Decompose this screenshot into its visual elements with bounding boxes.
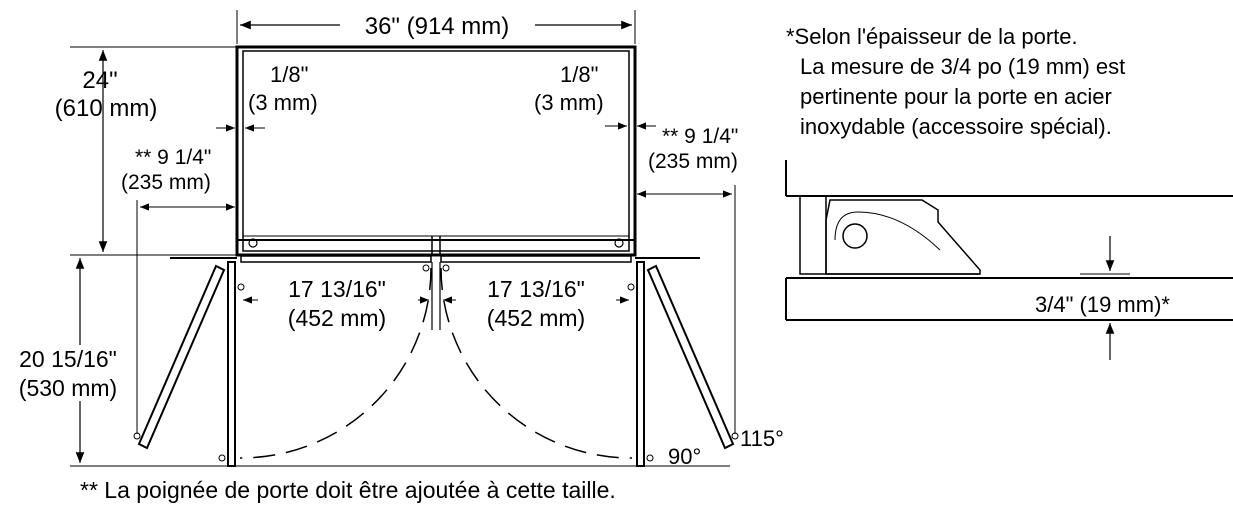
doors-open-115 bbox=[133, 264, 739, 450]
cabinet-outline bbox=[235, 45, 637, 257]
angle-90-label: 90° bbox=[668, 444, 701, 469]
spacer-label: 3/4" (19 mm)* bbox=[1035, 292, 1170, 317]
door-fronts bbox=[240, 255, 632, 330]
handle-left-label: ** 9 1/4" bbox=[135, 146, 211, 169]
handle-dimensions bbox=[136, 185, 736, 434]
width-dimension bbox=[236, 10, 636, 44]
gap-right-label: 1/8" bbox=[560, 62, 598, 87]
handle-right-label: ** 9 1/4" bbox=[662, 125, 738, 148]
gap-right-mm-label: (3 mm) bbox=[534, 90, 604, 115]
surround-lines bbox=[70, 46, 730, 467]
door-right-label: 17 13/16" bbox=[487, 276, 585, 302]
door-left-label: 17 13/16" bbox=[288, 276, 386, 302]
doors-open-90 bbox=[218, 261, 654, 467]
swing-depth-mm-label: (530 mm) bbox=[19, 375, 117, 401]
depth-mm-label: (610 mm) bbox=[55, 95, 158, 122]
note-star-line-2: La mesure de 3/4 po (19 mm) est bbox=[800, 54, 1125, 79]
width-label: 36" (914 mm) bbox=[365, 13, 510, 40]
handle-right-mm-label: (235 mm) bbox=[648, 150, 738, 173]
door-swing-arcs bbox=[239, 267, 633, 459]
depth-label: 24" bbox=[82, 67, 117, 94]
hinge-detail bbox=[785, 160, 1233, 360]
swing-depth-label: 20 15/16" bbox=[19, 346, 117, 372]
gap-dimensions bbox=[216, 122, 656, 132]
note-double-star: ** La poignée de porte doit être ajoutée… bbox=[80, 477, 616, 503]
door-left-mm-label: (452 mm) bbox=[288, 305, 386, 331]
handle-left-mm-label: (235 mm) bbox=[121, 171, 211, 194]
gap-left-label: 1/8" bbox=[270, 62, 308, 87]
door-right-mm-label: (452 mm) bbox=[487, 305, 585, 331]
note-star-line-1: *Selon l'épaisseur de la porte. bbox=[786, 24, 1078, 49]
angle-115-label: 115° bbox=[740, 426, 784, 451]
note-star-line-3: pertinente pour la porte en acier bbox=[800, 84, 1112, 109]
note-star-line-4: inoxydable (accessoire spécial). bbox=[800, 114, 1112, 139]
gap-left-mm-label: (3 mm) bbox=[248, 90, 318, 115]
